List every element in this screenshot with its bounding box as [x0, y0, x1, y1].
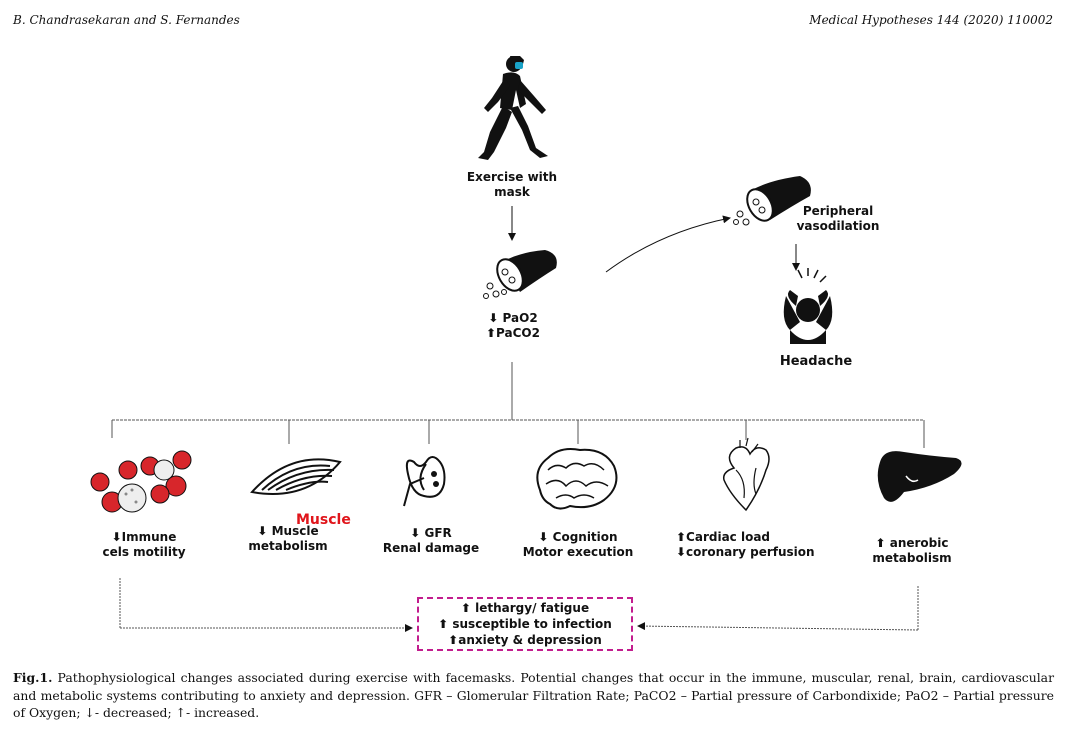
- system-label-cardiac: ⬆Cardiac load ⬇coronary perfusion: [676, 530, 822, 560]
- system-line2: ⬇coronary perfusion: [676, 545, 815, 559]
- blood-vessel-icon: [483, 250, 557, 299]
- walking-person-icon: [478, 56, 548, 160]
- headache-icon: [783, 268, 833, 344]
- blood-gas-label: ⬇ PaO2 ⬆PaCO2: [470, 311, 556, 341]
- system-label-renal: ⬇ GFR Renal damage: [378, 526, 484, 556]
- paco2-label: ⬆PaCO2: [486, 326, 540, 340]
- system-label-brain: ⬇ Cognition Motor execution: [516, 530, 640, 560]
- outcome-line: ⬆anxiety & depression: [448, 633, 602, 647]
- muscle-overlay-label: Muscle: [296, 512, 351, 528]
- system-label-muscle: ⬇ Muscle metabolism: [240, 524, 336, 554]
- figure-caption: Fig.1. Pathophysiological changes associ…: [13, 669, 1054, 722]
- peripheral-line2: vasodilation: [796, 219, 880, 233]
- system-line1: ⬇ Muscle: [257, 524, 319, 538]
- peripheral-vessel-icon: [733, 176, 811, 226]
- exercise-label: Exercise with mask: [462, 170, 562, 200]
- peripheral-line1: Peripheral: [802, 204, 874, 218]
- headache-label: Headache: [779, 354, 853, 369]
- system-line2: cels motility: [102, 545, 186, 559]
- system-line1: ⬇Immune: [111, 530, 177, 544]
- system-label-immune: ⬇Immune cels motility: [84, 530, 204, 560]
- system-line1: ⬇ Cognition: [538, 530, 618, 544]
- heart-icon: [722, 437, 770, 512]
- outcome-box: ⬆ lethargy/ fatigue ⬆ susceptible to inf…: [417, 597, 633, 651]
- outcome-line: ⬆ susceptible to infection: [438, 617, 612, 631]
- system-line2: metabolism: [248, 539, 328, 553]
- liver-icon: [877, 451, 962, 502]
- muscle-icon: [250, 458, 342, 495]
- running-header-journal: Medical Hypotheses 144 (2020) 110002: [809, 13, 1053, 27]
- running-header-authors: B. Chandrasekaran and S. Fernandes: [13, 13, 240, 27]
- caption-label: Fig.1.: [13, 670, 53, 685]
- exercise-label-line2: mask: [494, 185, 530, 199]
- system-line1: ⬆ anerobic: [875, 536, 949, 550]
- system-line2: Renal damage: [382, 541, 480, 555]
- outcome-line: ⬆ lethargy/ fatigue: [460, 601, 590, 615]
- system-line1: ⬇ GFR: [410, 526, 452, 540]
- peripheral-vasodilation-label: Peripheral vasodilation: [788, 204, 888, 234]
- kidney-icon: [403, 456, 446, 507]
- system-line2: Motor execution: [522, 545, 634, 559]
- caption-text: Pathophysiological changes associated du…: [13, 670, 1054, 720]
- pao2-label: ⬇ PaO2: [488, 311, 538, 325]
- system-label-metabolic: ⬆ anerobic metabolism: [862, 536, 962, 566]
- system-line2: metabolism: [872, 551, 952, 565]
- exercise-label-line1: Exercise with: [466, 170, 558, 184]
- blood-cells-icon: [90, 450, 192, 513]
- system-line1: ⬆Cardiac load: [676, 530, 771, 544]
- brain-icon: [536, 448, 618, 510]
